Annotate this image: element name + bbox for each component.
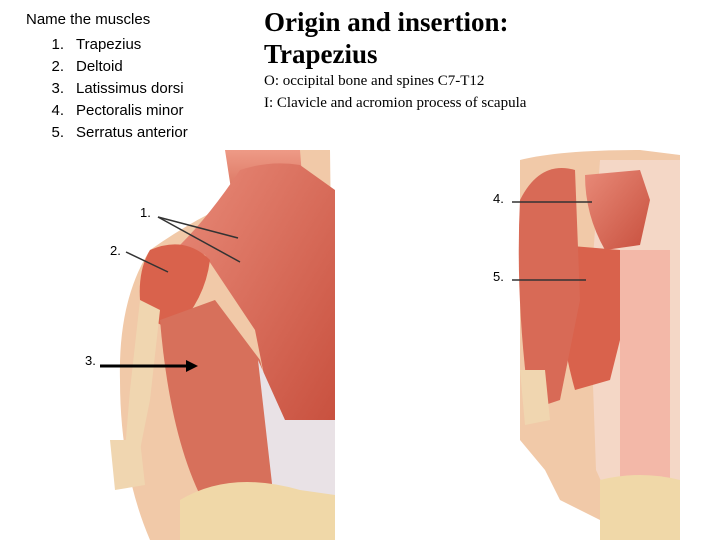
arrow-head-3 bbox=[186, 360, 198, 372]
marker-3: 3. bbox=[85, 353, 96, 368]
list-label: Deltoid bbox=[76, 58, 123, 75]
marker-1: 1. bbox=[140, 205, 151, 220]
list-item: 5. Serratus anterior bbox=[26, 122, 188, 144]
marker-2: 2. bbox=[110, 243, 121, 258]
list-number: 1. bbox=[51, 36, 64, 53]
deltoid-muscle bbox=[139, 244, 210, 330]
origin-text: O: occipital bone and spines C7-T12 bbox=[264, 73, 485, 89]
arm-bone bbox=[125, 300, 160, 450]
abdominal-muscle bbox=[620, 250, 670, 500]
title-line-2: Trapezius bbox=[264, 39, 378, 69]
list-number: 4. bbox=[51, 102, 64, 119]
front-arm-bone bbox=[520, 370, 550, 425]
list-number: 2. bbox=[51, 58, 64, 75]
list-number: 3. bbox=[51, 80, 64, 97]
marker-4: 4. bbox=[493, 191, 504, 206]
insertion-text: I: Clavicle and acromion process of scap… bbox=[264, 95, 527, 111]
title-line-1: Origin and insertion: bbox=[264, 7, 509, 37]
pelvis-bone bbox=[180, 482, 335, 540]
list-heading: Name the muscles bbox=[26, 11, 151, 28]
spine-fascia bbox=[258, 360, 335, 510]
list-item: 4. Pectoralis minor bbox=[26, 100, 188, 122]
list-label: Latissimus dorsi bbox=[76, 80, 184, 97]
list-item: 1. Trapezius bbox=[26, 34, 188, 56]
pectoralis-minor-muscle bbox=[585, 170, 650, 250]
list-number: 5. bbox=[51, 124, 64, 141]
trapezius-muscle bbox=[180, 163, 335, 431]
pointer-line-2 bbox=[125, 251, 169, 273]
pointer-line-1 bbox=[157, 216, 239, 239]
latissimus-dorsi-muscle bbox=[160, 300, 280, 505]
list-label: Trapezius bbox=[76, 36, 142, 53]
muscle-list: 1. Trapezius 2. Deltoid 3. Latissimus dorsi… bbox=[26, 34, 188, 144]
pointer-line-1b bbox=[157, 216, 241, 263]
forearm bbox=[110, 440, 145, 490]
list-item: 2. Deltoid bbox=[26, 56, 188, 78]
page-title: Origin and insertion: Trapezius bbox=[264, 6, 509, 70]
front-arm-muscle bbox=[518, 168, 580, 410]
marker-5: 5. bbox=[493, 269, 504, 284]
list-item: 3. Latissimus dorsi bbox=[26, 78, 188, 100]
list-label: Pectoralis minor bbox=[76, 102, 184, 119]
front-pelvis bbox=[600, 475, 680, 540]
list-label: Serratus anterior bbox=[76, 124, 188, 141]
